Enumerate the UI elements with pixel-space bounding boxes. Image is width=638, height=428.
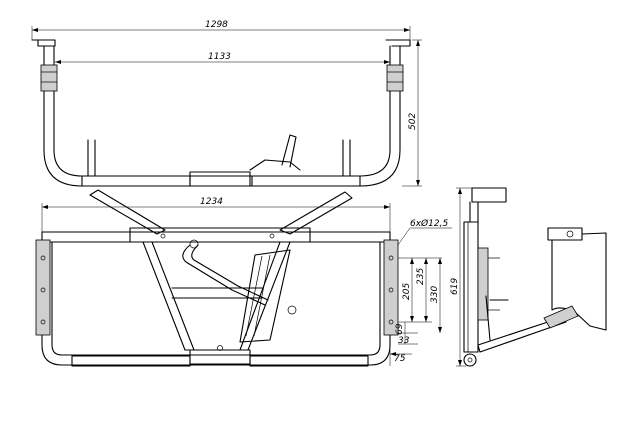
front-view: 1298 1133 502 (31, 20, 422, 187)
dim-205: 205 (402, 283, 412, 300)
dim-619: 619 (450, 278, 460, 295)
dim-33: 33 (398, 336, 410, 346)
side-plate (477, 247, 489, 321)
plan-view: 1234 6xØ12,5 205 235 330 69 33 75 (35, 189, 452, 367)
dim-1234: 1234 (200, 197, 223, 207)
dim-502: 502 (408, 113, 418, 130)
right-side-plate (383, 239, 399, 336)
dim-1298: 1298 (205, 20, 228, 30)
side-view: 619 (450, 187, 607, 367)
dim-1133: 1133 (208, 52, 231, 62)
hole-callout: 6xØ12,5 (410, 218, 448, 229)
dim-75: 75 (394, 354, 406, 364)
dim-235: 235 (416, 268, 426, 285)
dim-69: 69 (395, 323, 405, 335)
left-side-plate (35, 239, 51, 336)
right-clamp (386, 64, 404, 92)
wheel (463, 353, 477, 367)
left-clamp (40, 64, 58, 92)
dim-330: 330 (430, 286, 440, 303)
clamp-jaw (543, 305, 579, 329)
